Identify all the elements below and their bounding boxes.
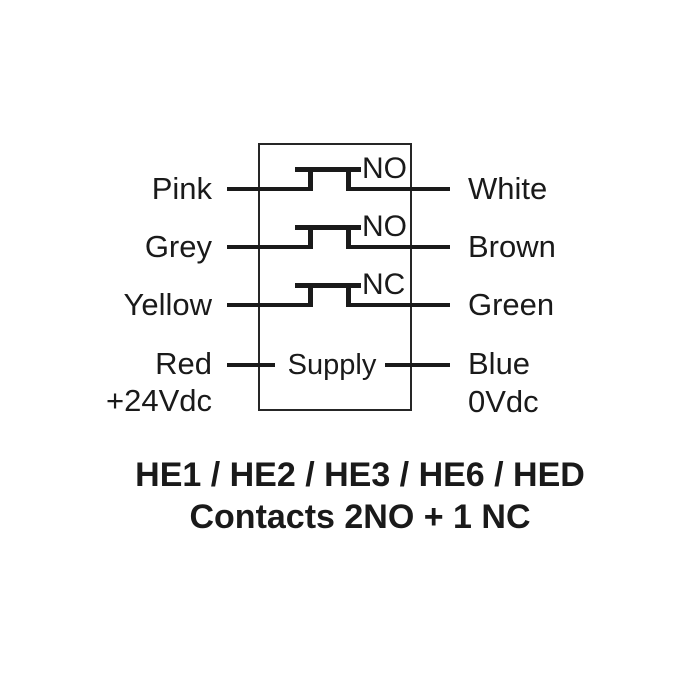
switch-body-outline bbox=[258, 143, 412, 411]
wire-left-row1 bbox=[227, 187, 313, 191]
wire-right-row3 bbox=[346, 303, 450, 307]
left-wire-label-pink: Pink bbox=[151, 171, 212, 206]
left-wire-label-yellow: Yellow bbox=[123, 287, 212, 322]
contact-type-label-row2: NO bbox=[362, 210, 407, 243]
contact-bridge-bar-row1 bbox=[295, 167, 361, 172]
caption-model-list: HE1 / HE2 / HE3 / HE6 / HED bbox=[135, 456, 585, 494]
caption-contact-summary: Contacts 2NO + 1 NC bbox=[189, 498, 531, 536]
wire-left-row3 bbox=[227, 303, 313, 307]
right-wire-label-green: Green bbox=[468, 287, 555, 322]
contact-bridge-bar-row3 bbox=[295, 283, 361, 288]
right-voltage-label: 0Vdc bbox=[468, 384, 539, 419]
contact-right-leg-row1 bbox=[346, 167, 351, 191]
contact-left-leg-row1 bbox=[308, 167, 313, 191]
contact-right-leg-row2 bbox=[346, 225, 351, 249]
contact-type-label-row1: NO bbox=[362, 152, 407, 185]
left-wire-label-red: Red bbox=[155, 346, 212, 381]
contact-right-leg-row3 bbox=[346, 283, 351, 307]
contact-type-label-row3: NC bbox=[362, 268, 406, 301]
wire-right-row2 bbox=[346, 245, 450, 249]
wire-right-row1 bbox=[346, 187, 450, 191]
wire-right-supply bbox=[385, 363, 450, 367]
supply-label: Supply bbox=[287, 349, 377, 381]
right-wire-label-white: White bbox=[468, 171, 548, 206]
contact-bridge-bar-row2 bbox=[295, 225, 361, 230]
right-wire-label-blue: Blue bbox=[468, 346, 531, 381]
wire-left-supply bbox=[227, 363, 275, 367]
left-wire-label-grey: Grey bbox=[144, 229, 212, 264]
wire-left-row2 bbox=[227, 245, 313, 249]
contact-left-leg-row2 bbox=[308, 225, 313, 249]
right-wire-label-brown: Brown bbox=[468, 229, 556, 264]
contact-left-leg-row3 bbox=[308, 283, 313, 307]
left-voltage-label: +24Vdc bbox=[105, 383, 212, 418]
